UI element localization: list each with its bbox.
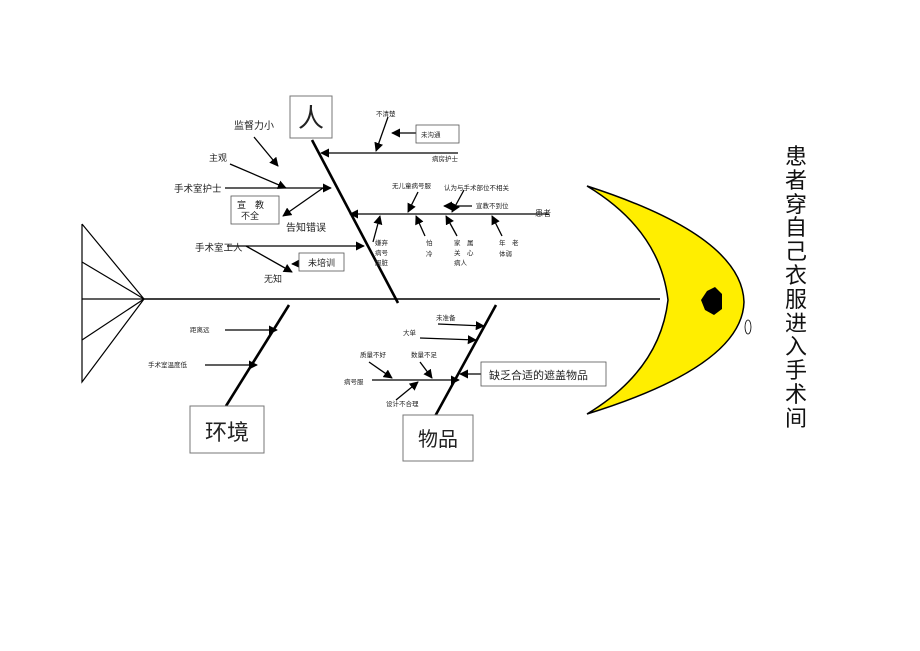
effect-char: 进 xyxy=(784,311,807,337)
fish-head xyxy=(586,185,745,415)
box-items: 物品 xyxy=(402,414,474,462)
effect-char: 服 xyxy=(784,287,807,313)
cause-afraid-2: 冷 xyxy=(426,249,433,258)
label-environment: 环境 xyxy=(205,421,249,446)
effect-char: 穿 xyxy=(784,192,807,218)
bone-items xyxy=(431,304,498,421)
cause-quality-poor: 质量不好 xyxy=(360,350,387,359)
cause-dislike-1: 嫌弃 xyxy=(375,238,389,247)
fish-tail xyxy=(81,223,145,384)
cause-room-temp-low: 手术室温度低 xyxy=(148,360,188,369)
effect-char: 术 xyxy=(784,382,807,408)
cause-distance: 距离远 xyxy=(190,325,210,334)
cause-or-worker: 手术室工人 xyxy=(195,242,243,254)
cause-subjective: 主观 xyxy=(209,152,227,164)
box-people: 人 xyxy=(289,95,333,139)
cause-family-3: 病人 xyxy=(454,258,468,267)
box-environment: 环境 xyxy=(189,405,265,454)
cause-not-communicated: 未沟通 xyxy=(421,130,441,139)
cause-dislike-3: 服脏 xyxy=(375,258,389,267)
cause-family-1: 家 属 xyxy=(454,238,474,247)
cause-design-unreasonable: 设计不合理 xyxy=(386,399,419,408)
cause-education-not-in-place: 宣教不到位 xyxy=(476,201,509,210)
cause-education-2: 不全 xyxy=(241,210,259,222)
box-lack-cover xyxy=(480,361,607,387)
cause-education-1: 宣 教 xyxy=(237,199,264,211)
cause-unaware: 无知 xyxy=(264,273,282,285)
cause-dislike-2: 病号 xyxy=(375,248,389,257)
bone-people xyxy=(310,139,400,304)
effect-char: 衣 xyxy=(784,263,807,289)
label-items: 物品 xyxy=(418,427,458,451)
cause-not-prepared: 未准备 xyxy=(436,313,456,322)
box-education xyxy=(230,195,280,225)
cause-patient: 患者 xyxy=(535,208,551,218)
cause-notify-error: 告知错误 xyxy=(286,221,326,234)
effect-char: 己 xyxy=(784,240,807,266)
box-not-communicated xyxy=(415,124,460,144)
cause-lack-cover: 缺乏合适的遮盖物品 xyxy=(489,368,588,382)
effect-title: 患 者 穿 自 己 衣 服 进 入 手 术 间 xyxy=(776,146,816,432)
cause-think-irrelevant: 认为与手术部位不相关 xyxy=(444,183,510,192)
cause-unclear: 不清楚 xyxy=(376,109,396,118)
cause-elderly-2: 体弱 xyxy=(499,249,512,258)
cause-no-ward-clothes: 无儿童病号服 xyxy=(392,181,432,190)
effect-char: 手 xyxy=(784,359,807,385)
cause-or-nurse: 手术室护士 xyxy=(174,183,222,195)
cause-untrained: 未培训 xyxy=(308,257,335,269)
bone-environment xyxy=(224,304,291,407)
fish-eye xyxy=(701,287,722,315)
label-people: 人 xyxy=(298,104,324,134)
effect-char: 入 xyxy=(784,335,807,361)
mouth-mark xyxy=(744,319,752,335)
effect-char: 自 xyxy=(784,216,807,242)
cause-supervision-weak: 监督力小 xyxy=(234,119,274,132)
cause-afraid-1: 怕 xyxy=(426,238,433,247)
effect-char: 间 xyxy=(784,406,807,432)
effect-char: 者 xyxy=(784,168,807,194)
cause-family-2: 关 心 xyxy=(454,248,474,257)
cause-quantity-short: 数量不足 xyxy=(411,350,438,359)
effect-char: 患 xyxy=(784,145,807,170)
cause-ward-clothes: 病号服 xyxy=(344,377,364,386)
cause-ward-nurse: 病房护士 xyxy=(432,154,459,163)
box-untrained xyxy=(298,252,345,272)
cause-too-big: 大单 xyxy=(403,328,417,337)
cause-elderly-1: 年 老 xyxy=(499,238,519,247)
